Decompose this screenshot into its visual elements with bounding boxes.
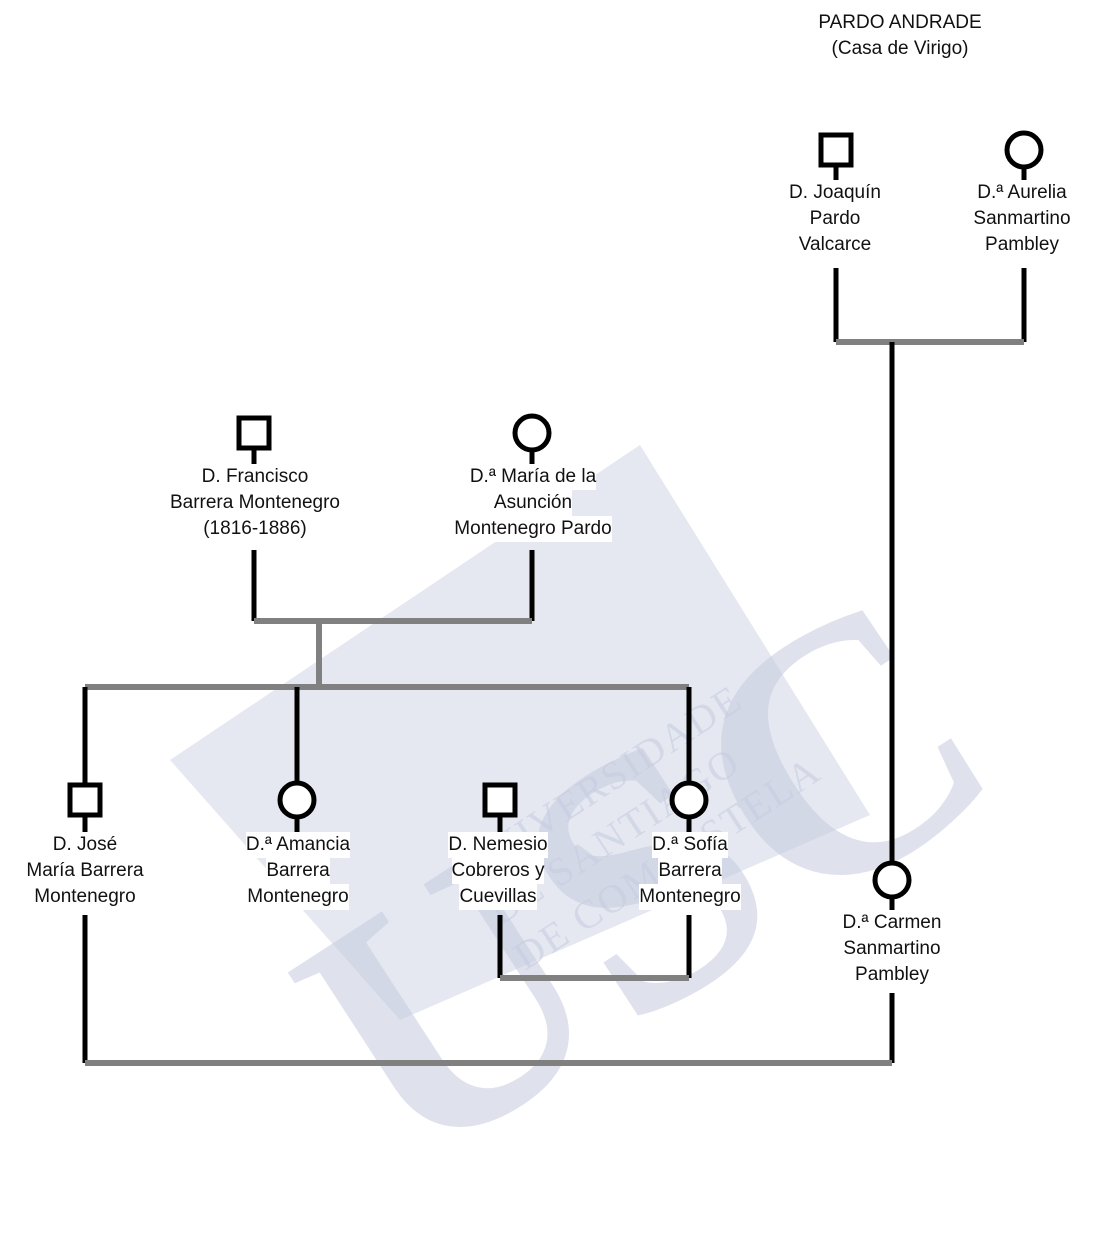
- name-line: (1816-1886): [203, 516, 307, 542]
- person-label-jose: D. José María Barrera Montenegro: [0, 832, 185, 910]
- family-title: PARDO ANDRADE (Casa de Virigo): [800, 10, 1000, 62]
- name-line: Pardo: [809, 206, 861, 232]
- name-line: Montenegro: [247, 884, 349, 910]
- name-line: D.ª Amancia: [245, 832, 351, 858]
- name-line: Barrera: [658, 858, 722, 884]
- family-title-line-2: (Casa de Virigo): [831, 38, 969, 59]
- person-label-carmen: D.ª Carmen Sanmartino Pambley: [792, 910, 992, 988]
- name-line: D.ª Sofía: [652, 832, 728, 858]
- person-label-aurelia: D.ª Aurelia Sanmartino Pambley: [922, 180, 1095, 258]
- name-line: Asunción: [493, 490, 573, 516]
- person-label-sofia: D.ª Sofía Barrera Montenegro: [590, 832, 790, 910]
- genealogy-diagram: USC UNIVERSIDADE DE SANTIAGO DE COMPOSTE…: [0, 10, 1095, 1241]
- male-square-icon-francisco: [236, 415, 272, 451]
- female-circle-icon-sofia: [669, 780, 709, 820]
- person-label-francisco: D. Francisco Barrera Montenegro (1816-18…: [155, 464, 355, 542]
- female-circle-icon-carmen: [872, 860, 912, 900]
- name-line: Barrera Montenegro: [169, 490, 341, 516]
- female-circle-icon-aurelia: [1004, 130, 1044, 170]
- name-line: Sanmartino: [973, 206, 1071, 232]
- tree-lines: [67, 130, 1044, 1066]
- person-label-nemesio: D. Nemesio Cobreros y Cuevillas: [398, 832, 598, 910]
- name-line: Montenegro: [34, 884, 136, 910]
- name-line: D. Francisco: [201, 464, 309, 490]
- person-label-maria: D.ª María de la Asunción Montenegro Pard…: [433, 464, 633, 542]
- male-square-icon-joaquin: [818, 132, 854, 168]
- name-line: Sanmartino: [843, 936, 941, 962]
- name-line: Cobreros y: [451, 858, 545, 884]
- name-line: D.ª María de la: [469, 464, 597, 490]
- name-line: Pambley: [985, 232, 1059, 258]
- female-circle-icon-amancia: [277, 780, 317, 820]
- male-square-icon-jose: [67, 782, 103, 818]
- family-title-line-1: PARDO ANDRADE: [818, 12, 982, 33]
- name-line: Montenegro Pardo: [454, 516, 612, 542]
- person-label-amancia: D.ª Amancia Barrera Montenegro: [198, 832, 398, 910]
- female-circle-icon-maria: [512, 413, 552, 453]
- name-line: D. José: [52, 832, 118, 858]
- name-line: Pambley: [855, 962, 929, 988]
- name-line: Cuevillas: [459, 884, 537, 910]
- name-line: Montenegro: [639, 884, 741, 910]
- name-line: D.ª Carmen: [842, 910, 942, 936]
- name-line: D. Nemesio: [448, 832, 548, 858]
- person-label-joaquin: D. Joaquín Pardo Valcarce: [735, 180, 935, 258]
- male-square-icon-nemesio: [482, 782, 518, 818]
- name-line: Valcarce: [798, 232, 872, 258]
- name-line: Barrera: [266, 858, 330, 884]
- name-line: D. Joaquín: [789, 180, 881, 206]
- name-line: D.ª Aurelia: [977, 180, 1067, 206]
- name-line: María Barrera: [26, 858, 144, 884]
